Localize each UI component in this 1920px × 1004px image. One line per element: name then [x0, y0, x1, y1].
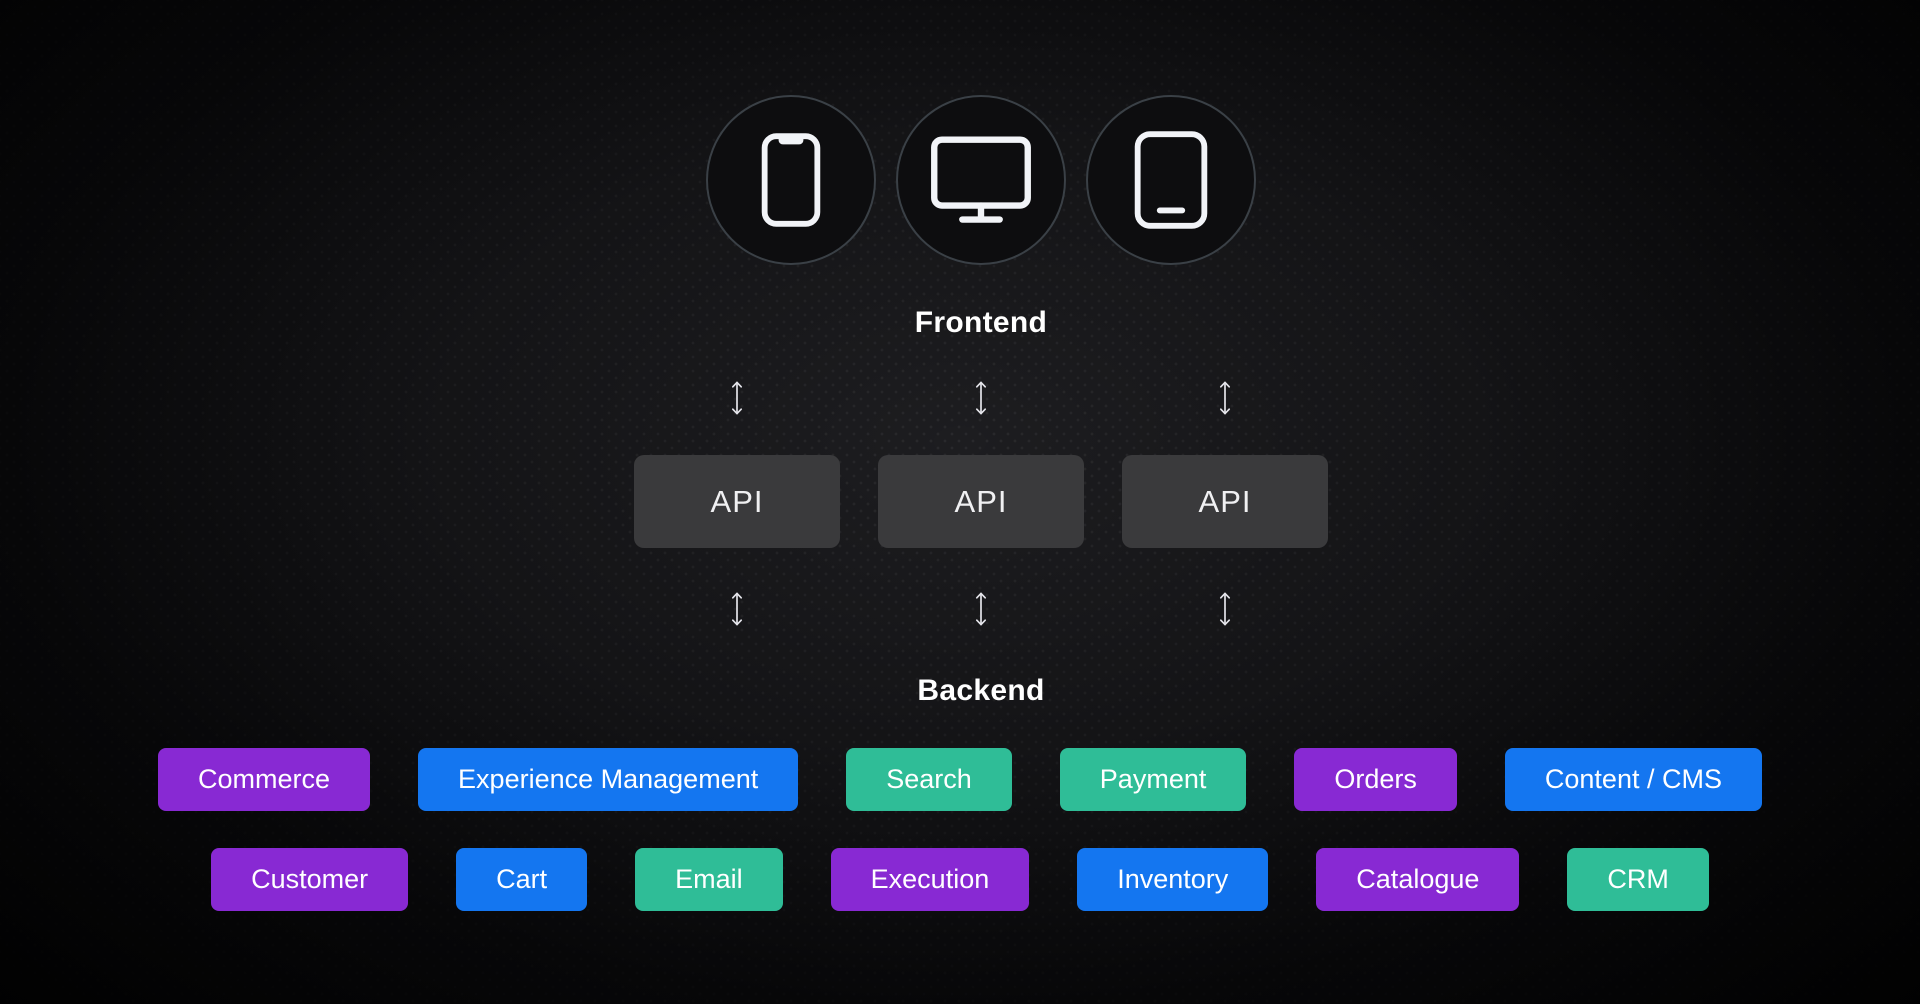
- smartphone-icon: [761, 133, 821, 227]
- device-circle-desktop: [896, 95, 1066, 265]
- monitor-icon: [931, 136, 1031, 223]
- up-down-arrow-icon: [1219, 381, 1231, 415]
- api-backend-arrows-row: [634, 588, 1328, 630]
- service-pill-search: Search: [846, 748, 1012, 811]
- up-down-arrow-icon: [975, 381, 987, 415]
- frontend-label: Frontend: [914, 306, 1048, 339]
- api-box: API: [878, 455, 1084, 548]
- tablet-icon: [1134, 131, 1208, 229]
- api-boxes-row: API API API: [634, 455, 1328, 548]
- service-pill-orders: Orders: [1294, 748, 1457, 811]
- service-pill-inventory: Inventory: [1077, 848, 1269, 911]
- up-down-arrow-icon: [1219, 592, 1231, 626]
- api-box: API: [1122, 455, 1328, 548]
- api-box: API: [634, 455, 840, 548]
- service-pill-experience-management: Experience Management: [418, 748, 799, 811]
- up-down-arrow-icon: [975, 592, 987, 626]
- service-pill-cart: Cart: [456, 848, 588, 911]
- service-pill-crm: CRM: [1567, 848, 1709, 911]
- up-down-arrow-icon: [731, 381, 743, 415]
- backend-services-row-2: Customer Cart Email Execution Inventory …: [211, 848, 1709, 911]
- service-pill-catalogue: Catalogue: [1316, 848, 1520, 911]
- backend-label: Backend: [917, 674, 1045, 707]
- service-pill-execution: Execution: [830, 848, 1030, 911]
- device-circle-mobile: [706, 95, 876, 265]
- backend-services-row-1: Commerce Experience Management Search Pa…: [158, 748, 1762, 811]
- service-pill-commerce: Commerce: [158, 748, 371, 811]
- service-pill-payment: Payment: [1059, 748, 1247, 811]
- device-circle-tablet: [1086, 95, 1256, 265]
- frontend-api-arrows-row: [634, 377, 1328, 419]
- frontend-api-group: Frontend A: [634, 95, 1328, 709]
- up-down-arrow-icon: [731, 592, 743, 626]
- service-pill-email: Email: [635, 848, 783, 911]
- service-pill-customer: Customer: [211, 848, 409, 911]
- device-icons-row: [706, 95, 1256, 265]
- service-pill-content-cms: Content / CMS: [1504, 748, 1762, 811]
